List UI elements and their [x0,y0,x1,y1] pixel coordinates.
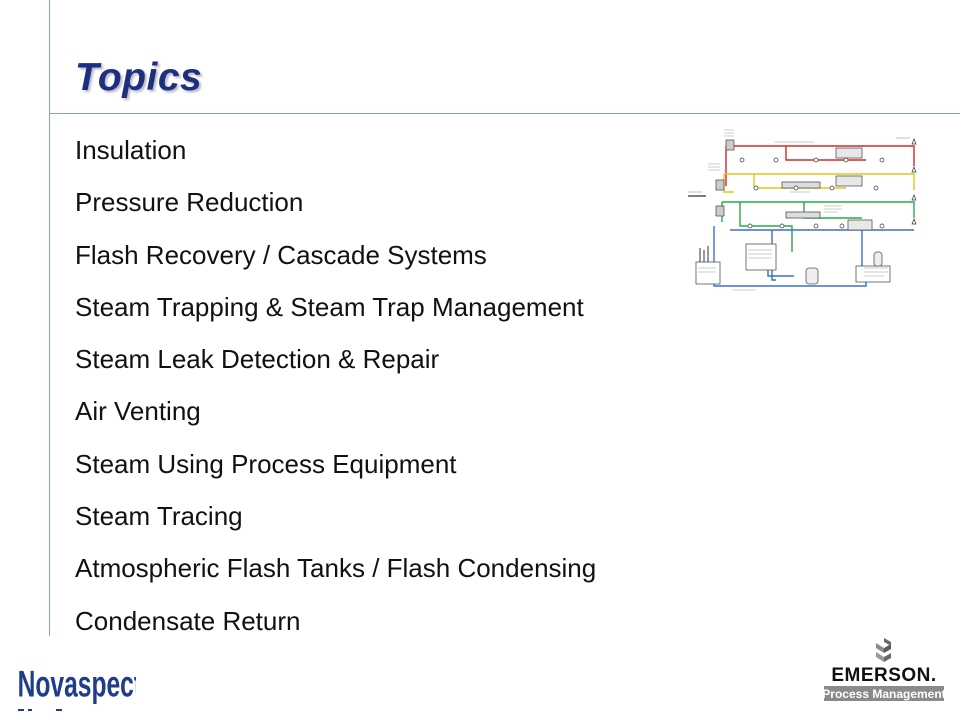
novaspect-logo-text: Novaspect [18,664,136,705]
topic-item: Flash Recovery / Cascade Systems [75,239,487,270]
novaspect-logo: Novaspect [18,664,136,711]
emerson-logo-text: EMERSON. [831,665,936,686]
emerson-logo-icon [876,638,891,662]
topic-item: Insulation [75,135,187,165]
topics-list: Insulation Pressure Reduction Flash Reco… [75,124,596,647]
topic-item: Steam Trapping & Steam Trap Management [75,291,584,322]
emerson-tagline-text: Process Management [822,687,945,701]
topic-item: Steam Tracing [75,501,243,532]
emerson-tagline-bar [824,686,944,701]
steam-system-diagram [688,129,917,291]
vertical-rule [49,0,50,636]
topic-item: Atmospheric Flash Tanks / Flash Condensi… [75,553,597,584]
topic-item: Condensate Return [75,605,301,636]
topic-item: Steam Leak Detection & Repair [75,344,440,375]
emerson-logo: EMERSON. Process Management [822,638,946,701]
horizontal-rule [49,113,960,114]
topic-item: Steam Using Process Equipment [75,448,457,479]
topic-item: Pressure Reduction [75,187,304,218]
topic-item: Air Venting [75,396,201,427]
slide-title: Topics [75,56,203,99]
